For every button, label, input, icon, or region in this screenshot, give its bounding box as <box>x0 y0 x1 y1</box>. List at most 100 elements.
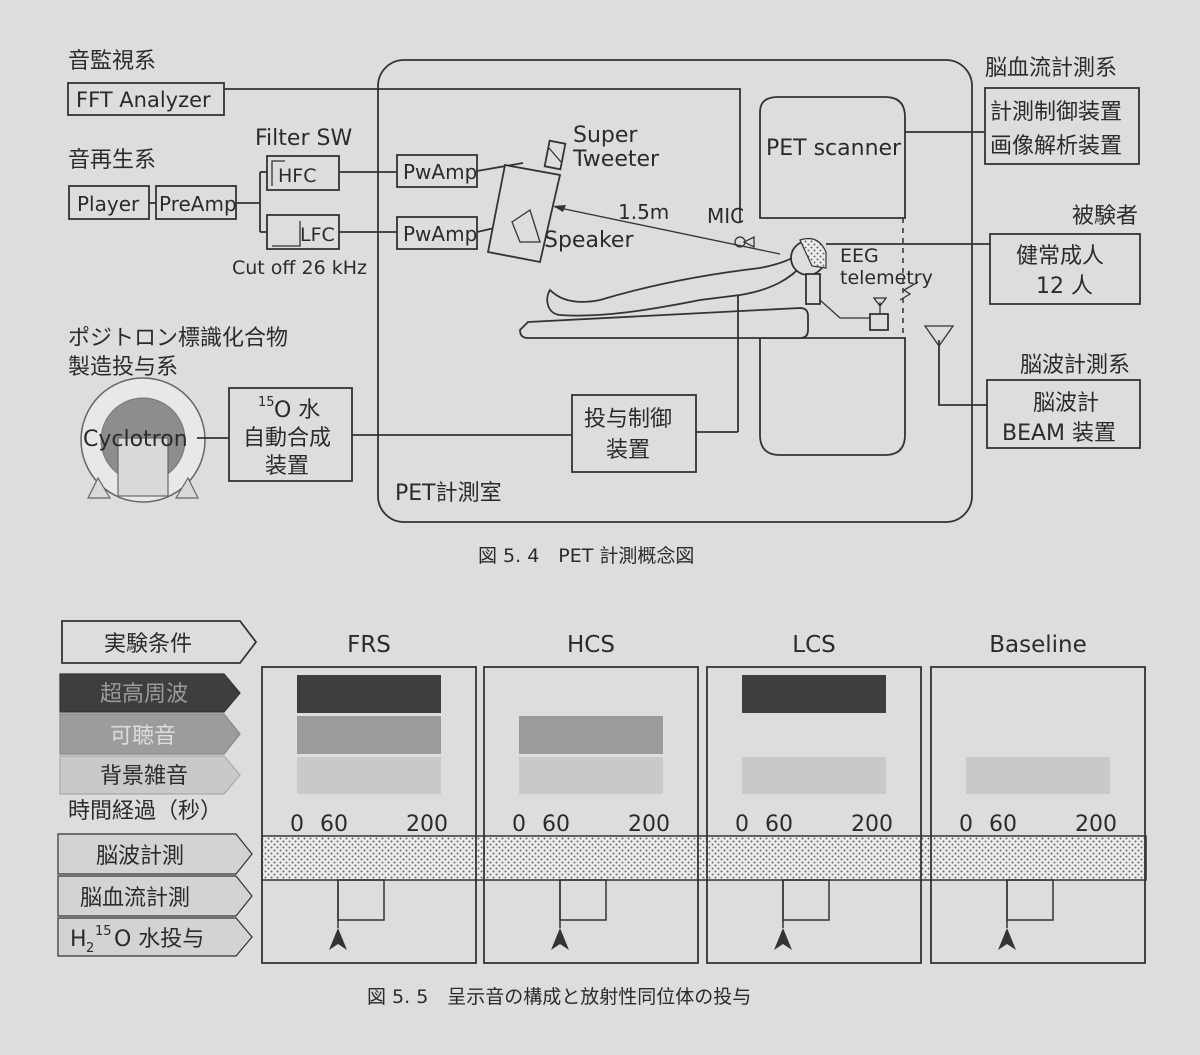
o15-superscript: 15 <box>258 395 275 410</box>
panel-hcs-title: HCS <box>567 632 615 658</box>
admin-control-box <box>571 394 697 473</box>
cutoff-label: Cut off 26 kHz <box>232 257 367 279</box>
admin-line-2: 装置 <box>606 438 650 463</box>
cbf-control-box <box>984 87 1140 165</box>
pet-scanner-label: PET scanner <box>766 136 902 161</box>
panel-baseline-title: Baseline <box>989 632 1087 658</box>
panel-baseline-tick-0: 0 <box>959 812 973 837</box>
eeg-cable <box>819 299 870 319</box>
cyclotron-icon <box>80 377 206 503</box>
caption-5-4: 図 5. 4 PET 計測概念図 <box>478 544 694 567</box>
sound-monitor-label: 音監視系 <box>68 49 156 74</box>
preamp-box <box>155 185 237 220</box>
panel-hcs-tick-0: 0 <box>512 812 526 837</box>
filter-sw-label: Filter SW <box>255 126 352 151</box>
row-audible-arrow <box>59 713 241 755</box>
lfc-filter-curve <box>272 221 301 247</box>
lfc-label: LFC <box>300 224 335 246</box>
panel-baseline-frame <box>930 666 1146 964</box>
row-eeg-arrow <box>57 833 253 875</box>
caption-5-5: 図 5. 5 呈示音の構成と放射性同位体の投与 <box>367 986 751 1008</box>
pet-scanner-top <box>759 96 906 219</box>
eeg-system-box <box>986 379 1141 449</box>
distance-arrow-head <box>553 205 566 212</box>
speaker-cone-icon <box>511 208 541 243</box>
panel-lcs-tick-200: 200 <box>851 812 893 837</box>
panel-hcs-tick-200: 200 <box>628 812 670 837</box>
panel-lcs-tick-60: 60 <box>765 812 793 837</box>
panel-baseline-tick-60: 60 <box>989 812 1017 837</box>
panel-frs-cbf-window <box>337 879 385 921</box>
mic-icon-head <box>742 235 755 249</box>
panel-hcs-audible-bar <box>519 716 663 754</box>
pet-room <box>377 59 973 523</box>
eeg-system-label: 脳波計測系 <box>1020 353 1130 378</box>
row-ultrasonic-label: 超高周波 <box>100 682 188 707</box>
hfc-box <box>266 155 340 191</box>
panel-hcs-injection-arrow-icon <box>551 928 569 950</box>
cbf-box-line-2: 画像解析装置 <box>990 134 1122 159</box>
positron-label-2: 製造投与系 <box>68 355 178 380</box>
panel-hcs-tick-60: 60 <box>542 812 570 837</box>
hfc-filter-curve <box>271 160 285 186</box>
pwamp-top-label: PwAmp <box>403 160 477 184</box>
panel-hcs-frame <box>483 666 699 964</box>
cbf-box-line-1: 計測制御装置 <box>990 100 1122 125</box>
eeg-box-line-1: 脳波計 <box>1033 391 1099 416</box>
panel-lcs-title: LCS <box>792 632 835 658</box>
panel-lcs-frame <box>706 666 922 964</box>
mic-label: MIC <box>707 204 744 228</box>
panel-lcs-background-bar <box>742 757 886 794</box>
mic-line <box>224 88 741 222</box>
pet-scanner-bottom <box>759 337 906 456</box>
eeg-box-line-2: BEAM 装置 <box>1002 421 1116 446</box>
fft-analyzer-box <box>67 82 225 116</box>
subject-body <box>546 247 807 317</box>
row-h2o-h: H <box>70 927 87 952</box>
row-eeg-label: 脳波計測 <box>96 844 184 869</box>
eeg-transmitter-icon <box>869 313 889 331</box>
panel-hcs-background-bar <box>519 757 663 794</box>
eeg-label-1: EEG <box>840 245 879 267</box>
pet-room-label: PET計測室 <box>395 481 502 506</box>
o15-line-2: 自動合成 <box>243 426 331 451</box>
panel-frs-tick-0: 0 <box>290 812 304 837</box>
figure-5-5: 実験条件 超高周波 可聴音 背景雑音 時間経過（秒） 脳波計測 脳血流計測 H … <box>57 620 1147 1008</box>
super-tweeter-label-2: Tweeter <box>572 147 660 172</box>
panel-frs-ultrasonic-bar <box>297 675 441 713</box>
pwamp-bottom-box <box>396 216 478 250</box>
panel-lcs-ultrasonic-bar <box>742 675 886 713</box>
sound-playback-label: 音再生系 <box>68 148 156 173</box>
panel-frs-title: FRS <box>347 632 391 658</box>
row-cbf-arrow <box>57 875 253 917</box>
row-h2o-rest: O 水投与 <box>114 927 204 952</box>
eeg-label-2: telemetry <box>840 267 933 289</box>
antenna-eeg-line <box>938 340 987 406</box>
panel-lcs-injection-arrow-icon <box>774 928 792 950</box>
header-arrow <box>61 620 258 664</box>
panel-frs-frame <box>261 666 477 964</box>
preamp-label: PreAmp <box>159 192 237 216</box>
admin-line-1: 投与制御 <box>584 407 672 432</box>
panel-baseline-injection-arrow-icon <box>998 928 1016 950</box>
subject-box-line-2: 12 人 <box>1036 274 1093 299</box>
panel-baseline-cbf-window <box>1006 879 1054 921</box>
row-background-label: 背景雑音 <box>100 764 188 789</box>
receiver-antenna-icon <box>923 325 955 348</box>
panel-frs-tick-200: 200 <box>406 812 448 837</box>
subject-box <box>989 233 1141 305</box>
player-label: Player <box>77 192 140 216</box>
pillow <box>805 273 821 305</box>
row-h2o-sup: 15 <box>95 924 112 939</box>
transmitter-antenna-head <box>872 297 888 308</box>
hfc-label: HFC <box>278 165 316 187</box>
panel-lcs-tick-0: 0 <box>735 812 749 837</box>
o15-line-3: 装置 <box>265 454 309 479</box>
panel-frs-background-bar <box>297 757 441 794</box>
panel-frs-tick-60: 60 <box>320 812 348 837</box>
row-h2o-sub: 2 <box>86 941 94 956</box>
eeg-cap-icon <box>799 237 827 269</box>
